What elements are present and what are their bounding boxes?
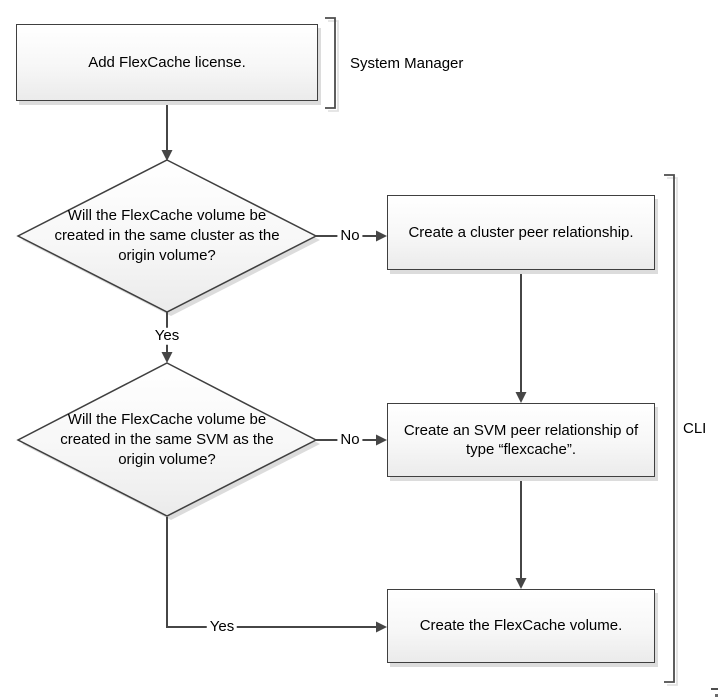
arrowhead-license-to-cluster-question (161, 150, 173, 161)
node-add-flexcache-license-label: Add FlexCache license. (88, 53, 246, 71)
node-create-svm-peer: Create an SVM peer relationship of type … (387, 403, 655, 477)
edge-label-svm-no: No (337, 431, 363, 449)
arrowhead-svm-peer-to-create-volume (515, 578, 527, 589)
edge-label-cluster-yes: Yes (151, 327, 183, 345)
decision-cluster-question-label: Will the FlexCache volume be created in … (51, 181, 283, 291)
system-manager-bracket-shadow (328, 20, 339, 112)
decision-svm-question-text: Will the FlexCache volume be created in … (60, 411, 274, 468)
arrowhead-cluster-peer-to-svm-peer (515, 392, 527, 403)
system-manager-bracket-label: System Manager (350, 55, 464, 72)
node-create-cluster-peer-label: Create a cluster peer relationship. (408, 223, 634, 241)
cli-bracket-label: CLI (683, 420, 707, 437)
node-add-flexcache-license: Add FlexCache license. (16, 24, 318, 101)
arrowhead-svm-no (376, 434, 387, 446)
cli-bracket (664, 174, 675, 683)
screen-artifact (711, 688, 718, 690)
screen-artifact-dot (715, 694, 718, 697)
node-create-cluster-peer: Create a cluster peer relationship. (387, 195, 655, 270)
arrowhead-cluster-no (376, 230, 387, 242)
decision-svm-question-label: Will the FlexCache volume be created in … (51, 385, 283, 495)
decision-cluster-question-text: Will the FlexCache volume be created in … (54, 207, 280, 264)
edge-label-cluster-no: No (337, 227, 363, 245)
connector-svm-yes (166, 517, 376, 628)
decision-diamond-svm (16, 362, 318, 517)
edge-label-svm-yes: Yes (206, 618, 238, 636)
arrowhead-cluster-yes (161, 352, 173, 363)
node-create-flexcache-volume-label: Create the FlexCache volume. (419, 617, 623, 635)
node-create-flexcache-volume: Create the FlexCache volume. (387, 589, 655, 663)
node-create-svm-peer-label: Create an SVM peer relationship of type … (403, 421, 639, 459)
cli-bracket-shadow (667, 177, 678, 686)
system-manager-bracket (325, 17, 336, 109)
arrowhead-svm-yes (376, 621, 387, 633)
